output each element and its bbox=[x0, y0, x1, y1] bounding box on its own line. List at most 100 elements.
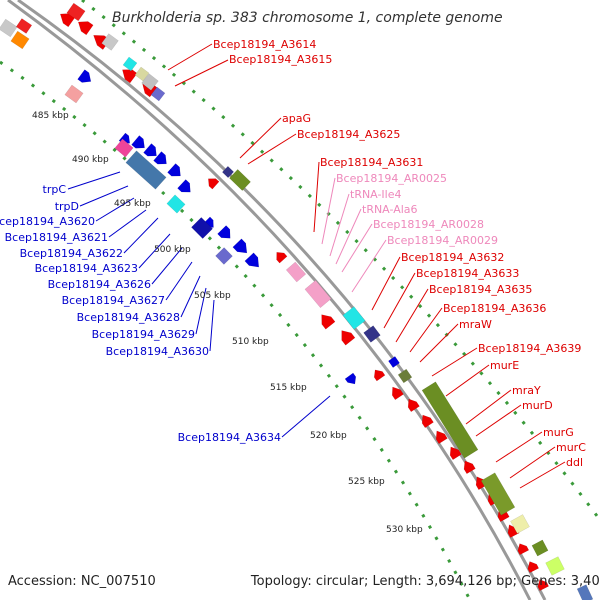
forward-gene-arrow bbox=[77, 69, 92, 83]
label-connector bbox=[321, 177, 336, 245]
trna-block bbox=[285, 261, 307, 283]
scale-tick-label: 490 kbp bbox=[72, 155, 109, 165]
label-connector bbox=[209, 299, 215, 352]
gene-label-reverse: Bcep18194_A3639 bbox=[478, 342, 581, 355]
trna-block bbox=[304, 279, 332, 309]
forward-gene-arrow bbox=[153, 151, 167, 165]
gene-label-forward: Bcep18194_A3626 bbox=[48, 278, 151, 291]
reverse-gene-arrow bbox=[421, 414, 434, 429]
gene-label-reverse: Bcep18194_A3635 bbox=[429, 283, 532, 296]
label-connector bbox=[431, 347, 478, 377]
gene-label-reverse: apaG bbox=[282, 112, 311, 125]
label-connector bbox=[341, 223, 373, 273]
scale-tick-label: 485 kbp bbox=[32, 111, 69, 121]
label-connector bbox=[329, 193, 350, 257]
gene-label-forward: trpC bbox=[43, 183, 67, 196]
forward-gene-arrow bbox=[167, 163, 181, 177]
topology-summary: Topology: circular; Length: 3,694,126 bp… bbox=[250, 574, 600, 589]
gene-label-reverse: mraW bbox=[459, 318, 492, 331]
reverse-gene-arrow bbox=[341, 330, 356, 346]
backbone-line-inner bbox=[7, 0, 532, 600]
label-connector bbox=[281, 395, 331, 438]
label-connector bbox=[174, 59, 229, 87]
gene-label-forward: Bcep18194_A3623 bbox=[35, 262, 138, 275]
label-connector bbox=[313, 161, 320, 233]
reverse-gene-arrow bbox=[59, 13, 76, 28]
label-connector bbox=[335, 208, 362, 265]
gene-block-grey bbox=[0, 18, 18, 38]
label-connector bbox=[67, 171, 121, 190]
label-connector bbox=[445, 364, 490, 397]
label-connector bbox=[395, 288, 429, 343]
forward-gene-arrow bbox=[143, 143, 157, 157]
label-connector bbox=[419, 323, 459, 363]
reverse-gene-arrow bbox=[463, 460, 476, 475]
dotted-track-outer bbox=[81, 0, 600, 521]
forward-gene-arrow bbox=[177, 179, 191, 193]
forward-gene-arrow bbox=[217, 225, 231, 239]
gene-block-olive-long bbox=[421, 381, 479, 459]
gene-label-reverse: Bcep18194_A3633 bbox=[416, 267, 519, 280]
label-connector bbox=[519, 461, 566, 489]
reverse-gene-arrow bbox=[391, 386, 404, 401]
gene-block-olive-dark bbox=[397, 368, 413, 384]
gene-label-reverse: Bcep18194_A3632 bbox=[401, 251, 504, 264]
gene-block-red bbox=[15, 18, 33, 34]
label-connectors bbox=[67, 43, 566, 489]
gene-block-magenta bbox=[114, 138, 134, 158]
gene-label-reverse: mraY bbox=[512, 384, 541, 397]
gene-block-khaki bbox=[134, 66, 150, 82]
gene-label-reverse: murD bbox=[522, 399, 553, 412]
gene-label-reverse: Bcep18194_A3615 bbox=[229, 53, 332, 66]
gene-label-reverse: Bcep18194_AR0028 bbox=[373, 218, 484, 231]
scale-tick-label: 505 kbp bbox=[194, 291, 231, 301]
gene-label-forward: Bcep18194_A3629 bbox=[92, 328, 195, 341]
reverse-gene-arrow bbox=[208, 178, 220, 190]
scale-tick-label: 510 kbp bbox=[232, 337, 269, 347]
gene-block-steel bbox=[125, 150, 167, 190]
reverse-gene-arrow bbox=[449, 446, 462, 461]
forward-gene-arrow bbox=[131, 135, 145, 149]
gene-block-grey bbox=[141, 73, 159, 91]
label-connector bbox=[151, 247, 183, 285]
label-connector bbox=[165, 261, 193, 301]
reverse-gene-arrow bbox=[435, 430, 448, 445]
reverse-gene-arrow bbox=[507, 524, 520, 538]
gene-label-reverse: murC bbox=[556, 441, 586, 454]
gene-block-olive bbox=[229, 169, 251, 191]
label-connector bbox=[108, 209, 147, 238]
reverse-gene-arrow bbox=[407, 398, 420, 413]
gene-label-forward: Bcep18194_A3628 bbox=[77, 311, 180, 324]
scale-tick-label: 495 kbp bbox=[114, 199, 151, 209]
reverse-gene-arrow bbox=[276, 252, 288, 264]
gene-label-reverse: Bcep18194_A3631 bbox=[320, 156, 423, 169]
gene-block-navy bbox=[221, 165, 235, 179]
reverse-gene-arrow bbox=[537, 579, 550, 592]
label-connector bbox=[180, 275, 201, 318]
gene-block-blue bbox=[388, 356, 400, 368]
gene-label-reverse: tRNA-Ala6 bbox=[362, 203, 418, 216]
label-connector bbox=[167, 43, 213, 71]
gene-block-slate bbox=[215, 247, 233, 265]
label-connector bbox=[409, 307, 443, 353]
genome-title: Burkholderia sp. 383 chromosome 1, compl… bbox=[112, 10, 503, 26]
reverse-gene-arrow bbox=[321, 314, 336, 330]
label-connector bbox=[195, 287, 207, 335]
gene-label-forward: Bcep18194_A3622 bbox=[20, 247, 123, 260]
gene-label-reverse: Bcep18194_A3636 bbox=[443, 302, 546, 315]
label-connector bbox=[495, 431, 543, 463]
gene-label-forward: Bcep18194_A3620 bbox=[0, 215, 95, 228]
label-connector bbox=[95, 197, 135, 222]
gene-block-cyan bbox=[342, 306, 366, 330]
gene-label-reverse: Bcep18194_A3625 bbox=[297, 128, 400, 141]
forward-gene-arrow bbox=[344, 372, 357, 385]
reverse-gene-arrow bbox=[527, 561, 540, 574]
gene-label-reverse: ddl bbox=[566, 456, 583, 469]
reverse-gene-arrow bbox=[517, 543, 530, 556]
label-connector bbox=[123, 217, 159, 254]
gene-label-reverse: Bcep18194_AR0025 bbox=[336, 172, 447, 185]
reverse-gene-arrow bbox=[77, 21, 94, 36]
gene-label-forward: Bcep18194_A3630 bbox=[106, 345, 209, 358]
gene-label-reverse: Bcep18194_A3614 bbox=[213, 38, 316, 51]
label-connector bbox=[79, 185, 129, 207]
